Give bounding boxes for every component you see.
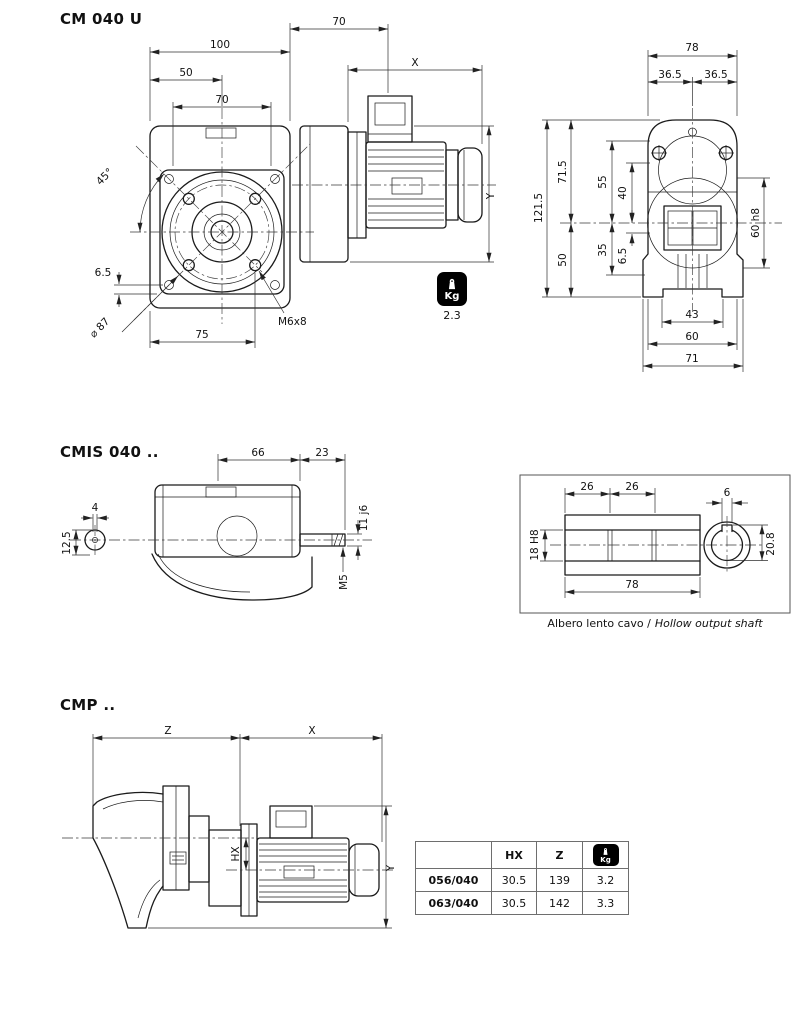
dim-rear-width: 78 bbox=[685, 42, 698, 54]
col-header-model bbox=[415, 841, 492, 869]
dim-total-length: 78 bbox=[625, 579, 638, 591]
caption-italian: Albero lento cavo / bbox=[547, 617, 651, 630]
d im-shaft-diameter: 11 j6 bbox=[358, 505, 370, 532]
gearbox-side bbox=[299, 125, 349, 263]
cm040u-drawing: 100 50 70 45° ⌀ 87 6.5 M6x8 75 bbox=[87, 16, 782, 372]
weight-icon bbox=[445, 277, 459, 291]
nameplate bbox=[391, 177, 423, 195]
dim-foot-width: 60 bbox=[685, 331, 698, 343]
weight-badge: Kg bbox=[437, 272, 467, 306]
detail-frame bbox=[519, 474, 791, 614]
dim-angle: 45° bbox=[94, 166, 116, 188]
dim-top-offset: 70 bbox=[332, 16, 345, 28]
col-header-z: Z bbox=[536, 841, 583, 869]
kg-cell: 3.3 bbox=[582, 891, 629, 915]
motor-side-view: 70 X Y bbox=[290, 16, 497, 263]
section-title-cmp: CMP .. bbox=[60, 696, 116, 714]
dim-x: X bbox=[411, 57, 418, 69]
dim-axis-height: 50 bbox=[557, 253, 569, 266]
dim-40: 40 bbox=[617, 186, 629, 199]
dim-55: 55 bbox=[597, 175, 609, 188]
weight-icon bbox=[601, 847, 610, 856]
table-row: 056/040 30.5 139 3.2 bbox=[415, 868, 629, 892]
dim-tap: M6x8 bbox=[278, 316, 307, 328]
col-header-hx: HX bbox=[491, 841, 537, 869]
dim-bore-depth-left: 26 bbox=[580, 481, 594, 493]
terminal-box bbox=[367, 95, 413, 143]
cmis-side-view: 4 12.5 66 23 11 j6 M5 bbox=[61, 447, 372, 601]
dim-y: Y bbox=[385, 864, 397, 872]
hx-cell: 30.5 bbox=[491, 868, 537, 892]
dim-shaft-length: 23 bbox=[315, 447, 328, 459]
cmis040-drawing: 4 12.5 66 23 11 j6 M5 bbox=[61, 447, 791, 614]
hollow-shaft-caption: Albero lento cavo /Hollow output shaft bbox=[520, 617, 790, 630]
dim-corner-offset: 6.5 bbox=[95, 267, 112, 279]
dim-body-length: 66 bbox=[251, 447, 265, 459]
dim-keyway-width: 6 bbox=[724, 487, 731, 499]
model-cell: 063/040 bbox=[415, 891, 492, 915]
section-title-cm040u: CM 040 U bbox=[60, 10, 143, 28]
caption-english: Hollow output shaft bbox=[654, 617, 763, 630]
dim-hub-diameter: 60 h8 bbox=[750, 208, 762, 238]
weight-value: 2.3 bbox=[443, 309, 461, 322]
dim-keyway-depth: 20.8 bbox=[765, 532, 777, 555]
model-cell: 056/040 bbox=[415, 868, 492, 892]
cmp-nameplate bbox=[283, 865, 315, 879]
hollow-shaft-detail: 26 26 6 18 H8 78 20.8 bbox=[519, 474, 791, 614]
cmp-side-view: Z X HX Y bbox=[62, 725, 397, 929]
dim-flange-square: 70 bbox=[215, 94, 228, 106]
hx-cell: 30.5 bbox=[491, 891, 537, 915]
section-title-cmis040: CMIS 040 .. bbox=[60, 443, 159, 461]
col-header-kg: Kg bbox=[582, 841, 629, 869]
dim-overall-width: 100 bbox=[210, 39, 230, 51]
dim-bore-diameter: 18 H8 bbox=[529, 529, 541, 560]
dim-upper-height: 71.5 bbox=[557, 160, 569, 183]
dim-foot-holes: 43 bbox=[685, 309, 698, 321]
weight-badge-label: Kg bbox=[444, 290, 460, 302]
dim-flange-diameter: ⌀ 87 bbox=[87, 315, 112, 340]
z-cell: 142 bbox=[536, 891, 583, 915]
dim-key-width: 4 bbox=[92, 502, 99, 514]
dim-bottom-width: 75 bbox=[195, 329, 208, 341]
cmp-drawing: Z X HX Y bbox=[62, 725, 397, 929]
dim-half-left: 36.5 bbox=[658, 69, 681, 81]
front-view: 100 50 70 45° ⌀ 87 6.5 M6x8 75 bbox=[87, 23, 314, 348]
cmp-terminal-box bbox=[269, 805, 313, 839]
dim-axis-offset: 12.5 bbox=[61, 531, 73, 554]
dim-total-height: 121.5 bbox=[533, 193, 545, 223]
dim-z: Z bbox=[164, 725, 171, 737]
dim-y: Y bbox=[485, 192, 497, 200]
cmp-dimensions-table: HX Z Kg 056/040 30.5 139 3.2 063/040 30.… bbox=[415, 841, 629, 915]
dim-65: 6.5 bbox=[617, 248, 629, 265]
dim-hx: HX bbox=[230, 846, 242, 861]
z-cell: 139 bbox=[536, 868, 583, 892]
table-row: 063/040 30.5 142 3.3 bbox=[415, 891, 629, 915]
dim-half-width: 50 bbox=[179, 67, 192, 79]
cmis-housing bbox=[154, 484, 301, 558]
kg-cell: 3.2 bbox=[582, 868, 629, 892]
dim-bore-depth-right: 26 bbox=[625, 481, 639, 493]
dim-x: X bbox=[308, 725, 315, 737]
kg-badge-small: Kg bbox=[592, 844, 619, 866]
dim-shaft-tap: M5 bbox=[338, 574, 350, 590]
brand-plate bbox=[169, 851, 187, 865]
bell-housing bbox=[92, 791, 164, 929]
dim-foot-overall: 71 bbox=[685, 353, 698, 365]
rear-view: 78 36.5 36.5 121.5 71.5 50 55 40 35 6.5 … bbox=[533, 42, 782, 372]
dim-35: 35 bbox=[597, 243, 609, 256]
dim-half-right: 36.5 bbox=[704, 69, 727, 81]
